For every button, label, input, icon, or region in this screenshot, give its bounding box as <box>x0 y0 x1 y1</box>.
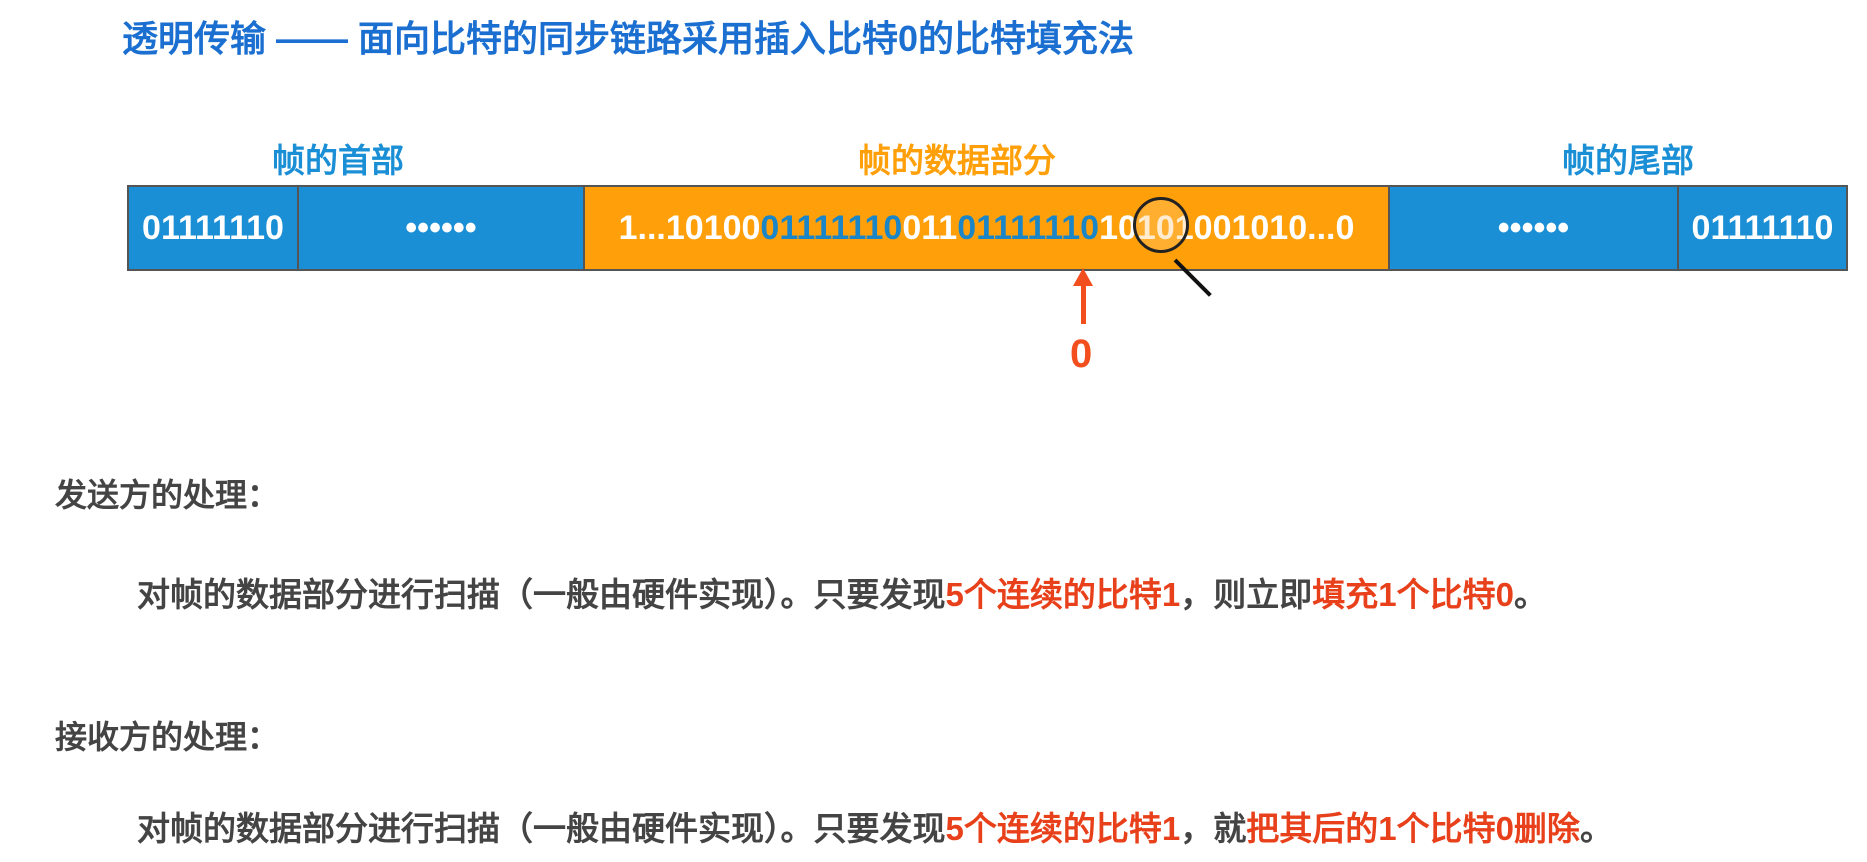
data-segment: 1...10100 <box>618 208 761 247</box>
frame-trailer-label: 帧的尾部 <box>1562 142 1694 179</box>
magnifier-icon <box>1133 197 1189 253</box>
sender-heading: 发送方的处理： <box>55 477 280 513</box>
text: 对帧的数据部分进行扫描（一般由硬件实现）。只要发现 <box>137 810 946 847</box>
text: 。 <box>1513 576 1547 613</box>
header-field: •••••• <box>297 185 585 271</box>
sender-description: 对帧的数据部分进行扫描（一般由硬件实现）。只要发现5个连续的比特1，则立即填充1… <box>137 568 1547 616</box>
text: ，则立即 <box>1180 576 1313 613</box>
data-segment-flag-pattern: 01111110 <box>957 208 1100 247</box>
emphasis: 填充1个比特0 <box>1312 576 1514 613</box>
text: 对帧的数据部分进行扫描（一般由硬件实现）。只要发现 <box>137 576 946 613</box>
text: ，就 <box>1180 810 1247 847</box>
frame-header-label: 帧的首部 <box>272 142 404 179</box>
receiver-description: 对帧的数据部分进行扫描（一般由硬件实现）。只要发现5个连续的比特1，就把其后的1… <box>137 802 1613 850</box>
receiver-heading: 接收方的处理： <box>55 719 280 755</box>
insert-arrow-icon <box>1073 268 1093 286</box>
emphasis: 5个连续的比特1 <box>945 810 1181 847</box>
frame-data-label: 帧的数据部分 <box>858 142 1056 179</box>
data-segment: 011 <box>902 208 958 247</box>
start-flag: 01111110 <box>127 185 299 271</box>
emphasis: 5个连续的比特1 <box>945 576 1181 613</box>
text: 。 <box>1579 810 1613 847</box>
emphasis: 把其后的1个比特0删除 <box>1246 810 1580 847</box>
data-segment: 1 <box>1099 208 1119 247</box>
inserted-bit-label: 0 <box>1070 332 1093 376</box>
trailer-field: •••••• <box>1388 185 1679 271</box>
slide-title: 透明传输 —— 面向比特的同步链路采用插入比特0的比特填充法 <box>122 18 1135 59</box>
end-flag: 01111110 <box>1677 185 1848 271</box>
data-segment-flag-pattern: 01111110 <box>760 208 903 247</box>
data-segment: 01001010...0 <box>1155 208 1355 247</box>
insert-arrow-shaft <box>1081 282 1086 324</box>
